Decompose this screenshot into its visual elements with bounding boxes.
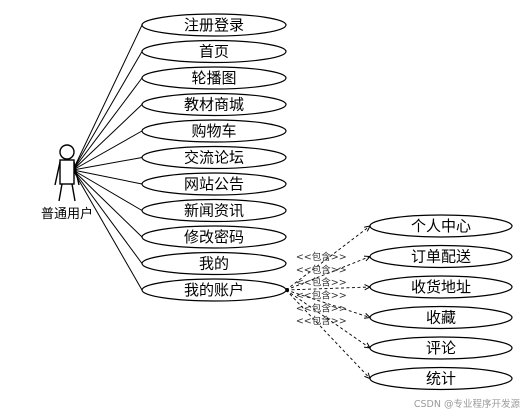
include-label: <<包含>> — [296, 302, 347, 314]
sub-use-case[interactable]: 收货地址 — [369, 275, 513, 299]
use-case-ellipse[interactable] — [141, 92, 287, 117]
use-case[interactable]: 首页 — [141, 39, 287, 64]
include-line — [285, 289, 371, 379]
use-case-ellipse[interactable] — [141, 198, 287, 223]
use-case-ellipse[interactable] — [141, 225, 287, 249]
actor-body — [59, 159, 75, 185]
sub-use-case-ellipse[interactable] — [369, 244, 513, 269]
use-case-ellipse[interactable] — [141, 66, 287, 90]
include-label: <<包含>> — [296, 264, 347, 276]
include-label: <<包含>> — [296, 290, 347, 302]
use-case-label: 新闻资讯 — [184, 202, 244, 220]
use-case-label: 修改密码 — [184, 228, 244, 246]
actor-right-leg — [71, 183, 76, 202]
include-line — [285, 289, 371, 349]
sub-use-case[interactable]: 个人中心 — [369, 214, 513, 238]
actor-right-arm — [73, 161, 80, 186]
use-case[interactable]: 新闻资讯 — [141, 198, 287, 223]
actor-left-leg — [58, 183, 63, 202]
use-case-label: 轮播图 — [191, 69, 236, 87]
use-case-label: 购物车 — [191, 122, 236, 140]
use-case[interactable]: 注册登录 — [141, 13, 287, 37]
association-line — [72, 157, 143, 171]
sub-use-case-label: 统计 — [426, 370, 456, 388]
include-arrowhead — [363, 342, 371, 349]
use-case-label: 网站公告 — [184, 175, 244, 193]
association-lines — [72, 24, 143, 291]
sub-use-case-label: 收货地址 — [411, 278, 471, 296]
use-case-label: 注册登录 — [184, 16, 244, 34]
watermark: CSDN @专业程序开发源 — [414, 398, 521, 410]
actor-figure: 普通用户 — [41, 144, 93, 222]
sub-use-case-label: 个人中心 — [411, 217, 471, 235]
include-label: <<包含>> — [296, 315, 347, 327]
use-case[interactable]: 教材商城 — [141, 92, 287, 117]
association-line — [72, 104, 143, 171]
sub-use-case-ellipse[interactable] — [369, 366, 513, 391]
use-case-label: 首页 — [199, 43, 229, 61]
sub-use-case[interactable]: 收藏 — [369, 305, 513, 330]
sub-use-case-ellipse[interactable] — [369, 214, 513, 238]
association-line — [72, 169, 143, 291]
use-case[interactable]: 我的 — [141, 251, 287, 276]
use-case[interactable]: 购物车 — [141, 119, 287, 143]
sub-use-case-label: 订单配送 — [411, 248, 471, 266]
use-case[interactable]: 交流论坛 — [141, 145, 287, 170]
use-case[interactable]: 网站公告 — [141, 172, 287, 196]
use-case-ellipse[interactable] — [141, 251, 287, 276]
association-line — [72, 169, 143, 211]
include-line — [285, 225, 371, 291]
sub-use-case-ellipse[interactable] — [369, 336, 513, 360]
association-line — [72, 24, 143, 171]
use-case-ellipse[interactable] — [141, 172, 287, 196]
actor-head — [59, 144, 75, 160]
sub-use-case-label: 收藏 — [426, 309, 456, 327]
association-line — [72, 77, 143, 171]
use-case[interactable]: 轮播图 — [141, 66, 287, 90]
sub-use-case[interactable]: 订单配送 — [369, 244, 513, 269]
actor-label: 普通用户 — [41, 206, 93, 222]
association-line — [72, 169, 143, 185]
sub-use-case-label: 评论 — [426, 339, 456, 357]
include-label: <<包含>> — [296, 277, 347, 289]
include-label: <<包含>> — [296, 251, 347, 263]
use-case-ellipse[interactable] — [141, 119, 287, 143]
use-case[interactable]: 修改密码 — [141, 225, 287, 249]
use-case-label: 我的账户 — [184, 281, 244, 299]
use-case[interactable]: 我的账户 — [141, 278, 287, 302]
use-case-ellipse[interactable] — [141, 13, 287, 37]
use-case-label: 我的 — [199, 255, 229, 273]
association-line — [72, 130, 143, 171]
association-line — [72, 51, 143, 171]
include-relations: <<包含>><<包含>><<包含>><<包含>><<包含>><<包含>> — [285, 225, 372, 380]
actor-left-arm — [54, 161, 61, 186]
use-case-ellipse[interactable] — [141, 278, 287, 302]
association-line — [72, 169, 143, 238]
use-case-ellipse[interactable] — [141, 39, 287, 64]
use-case-label: 教材商城 — [184, 96, 244, 114]
sub-use-case-ellipse[interactable] — [369, 275, 513, 299]
sub-use-case[interactable]: 评论 — [369, 336, 513, 360]
sub-use-case-ellipse[interactable] — [369, 305, 513, 330]
include-line — [285, 289, 371, 318]
include-line — [285, 256, 371, 291]
use-case-ellipse[interactable] — [141, 145, 287, 170]
association-line — [72, 169, 143, 264]
use-case-label: 交流论坛 — [184, 149, 244, 167]
sub-use-case[interactable]: 统计 — [369, 366, 513, 391]
